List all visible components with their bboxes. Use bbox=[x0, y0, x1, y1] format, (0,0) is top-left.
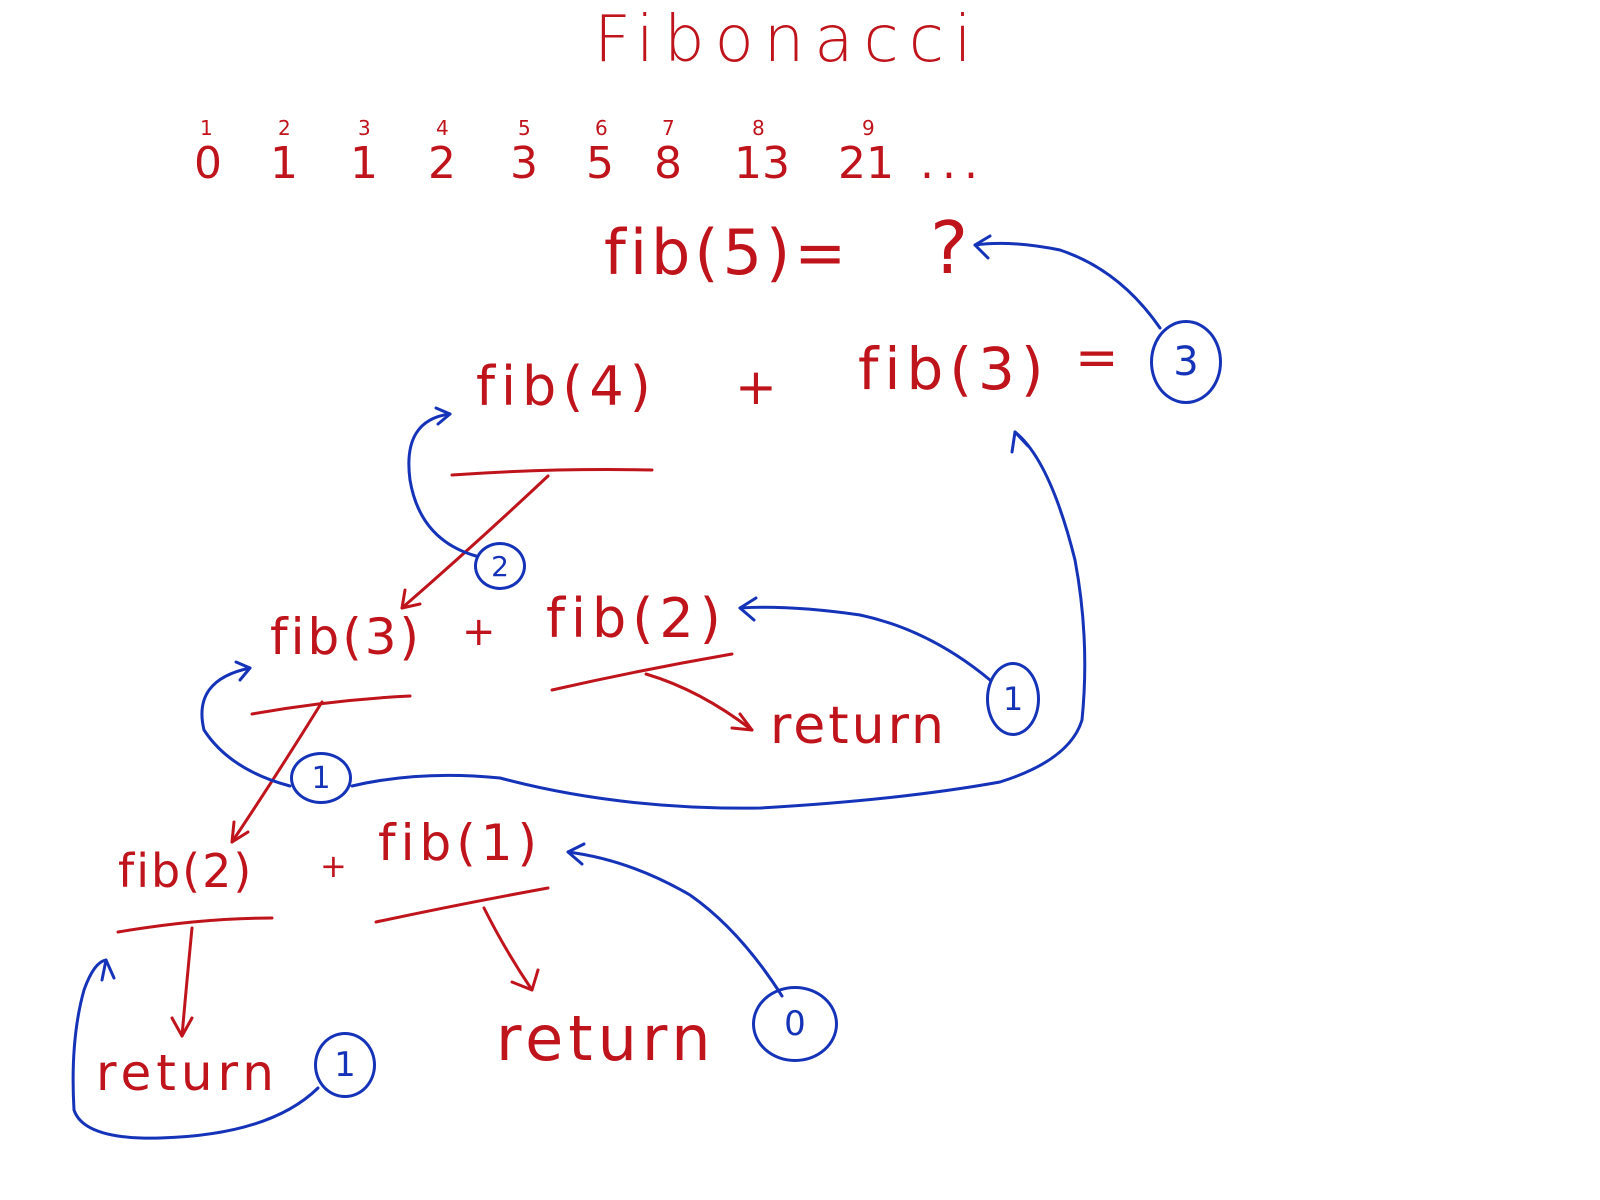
sequence-index: 5 bbox=[518, 116, 531, 140]
return-label: return bbox=[770, 696, 947, 756]
return-arrow-fib1-head bbox=[510, 968, 540, 992]
return-arrow-fib2 bbox=[644, 672, 754, 732]
underline-fib2-l2 bbox=[550, 652, 734, 692]
call-fib2-l2: fib(2) bbox=[546, 587, 727, 650]
circled-return-1: 1 bbox=[986, 662, 1040, 736]
sequence-value: 21 bbox=[838, 138, 894, 189]
sequence-value: 3 bbox=[510, 138, 538, 189]
call-arrow-fib3-head bbox=[230, 820, 250, 844]
circled-result-1: 1 bbox=[290, 752, 352, 804]
underline-fib1 bbox=[374, 886, 550, 924]
return-label: return bbox=[96, 1044, 279, 1102]
call-arrow-fib3-to-fib2 bbox=[230, 700, 324, 844]
circled-result-2: 2 bbox=[474, 542, 526, 590]
return-arrow-1-to-fib3-top bbox=[350, 430, 1087, 810]
plus-sign: + bbox=[735, 358, 777, 416]
underline-fib3-l2 bbox=[250, 694, 412, 716]
sequence-index: 2 bbox=[278, 116, 291, 140]
return-label: return bbox=[496, 1002, 716, 1075]
circled-return-0: 0 bbox=[752, 986, 838, 1062]
return-arrow-0-to-fib1 bbox=[566, 850, 784, 998]
sequence-value: 0 bbox=[194, 138, 222, 189]
sequence-ellipsis: ... bbox=[920, 138, 986, 189]
call-fib3-top: fib(3) bbox=[858, 335, 1050, 403]
page-title: Fibonacci bbox=[594, 3, 982, 77]
return-arrow-1-head bbox=[738, 596, 758, 622]
return-arrow-2-to-fib4 bbox=[407, 412, 478, 558]
return-arrow-fib2-l3 bbox=[180, 926, 194, 1038]
sequence-value: 1 bbox=[270, 138, 298, 189]
return-arrow-3-head bbox=[973, 234, 992, 260]
question-mark: ? bbox=[930, 206, 969, 290]
sequence-index: 6 bbox=[595, 116, 608, 140]
plus-sign: + bbox=[462, 609, 496, 655]
call-fib3-l2: fib(3) bbox=[270, 608, 423, 666]
call-fib1: fib(1) bbox=[378, 814, 543, 872]
equals-sign: = bbox=[1075, 328, 1119, 388]
sequence-value: 2 bbox=[428, 138, 456, 189]
call-fib4: fib(4) bbox=[476, 355, 657, 418]
return-arrow-fib1 bbox=[482, 906, 534, 992]
underline-fib4 bbox=[450, 468, 654, 477]
sequence-index: 4 bbox=[436, 116, 449, 140]
return-arrow-1-top-head bbox=[1010, 430, 1030, 454]
plus-sign: + bbox=[320, 847, 347, 885]
return-arrow-fib2-l3-head bbox=[170, 1016, 194, 1038]
return-arrow-1-to-fib2-l3 bbox=[71, 958, 320, 1140]
sequence-index: 7 bbox=[662, 116, 675, 140]
underline-fib2-l3 bbox=[116, 916, 274, 934]
return-arrow-3-to-question bbox=[973, 241, 1162, 330]
sequence-value: 5 bbox=[586, 138, 614, 189]
sequence-index: 3 bbox=[358, 116, 371, 140]
sequence-index: 9 bbox=[862, 116, 875, 140]
sequence-value: 1 bbox=[350, 138, 378, 189]
call-arrow-fib4-to-fib3 bbox=[400, 474, 550, 610]
return-arrow-1-l2-head bbox=[234, 660, 252, 682]
sequence-value: 8 bbox=[654, 138, 682, 189]
circled-return-1: 1 bbox=[314, 1032, 376, 1098]
sequence-value: 13 bbox=[734, 138, 790, 189]
sequence-index: 8 bbox=[752, 116, 765, 140]
question-lhs: fib(5)= bbox=[604, 216, 851, 289]
call-fib2-l3: fib(2) bbox=[118, 844, 254, 898]
circled-result-3: 3 bbox=[1150, 320, 1222, 404]
return-arrow-fib2-head bbox=[730, 712, 754, 732]
return-arrow-2-head bbox=[434, 406, 452, 426]
call-arrow-fib4-head bbox=[400, 588, 422, 610]
sequence-index: 1 bbox=[200, 116, 213, 140]
return-arrow-0-head bbox=[566, 842, 586, 866]
return-arrow-1-l3-head bbox=[100, 958, 116, 982]
return-arrow-1-to-fib3-l2 bbox=[200, 666, 292, 788]
return-arrow-1-to-fib2 bbox=[738, 605, 992, 682]
